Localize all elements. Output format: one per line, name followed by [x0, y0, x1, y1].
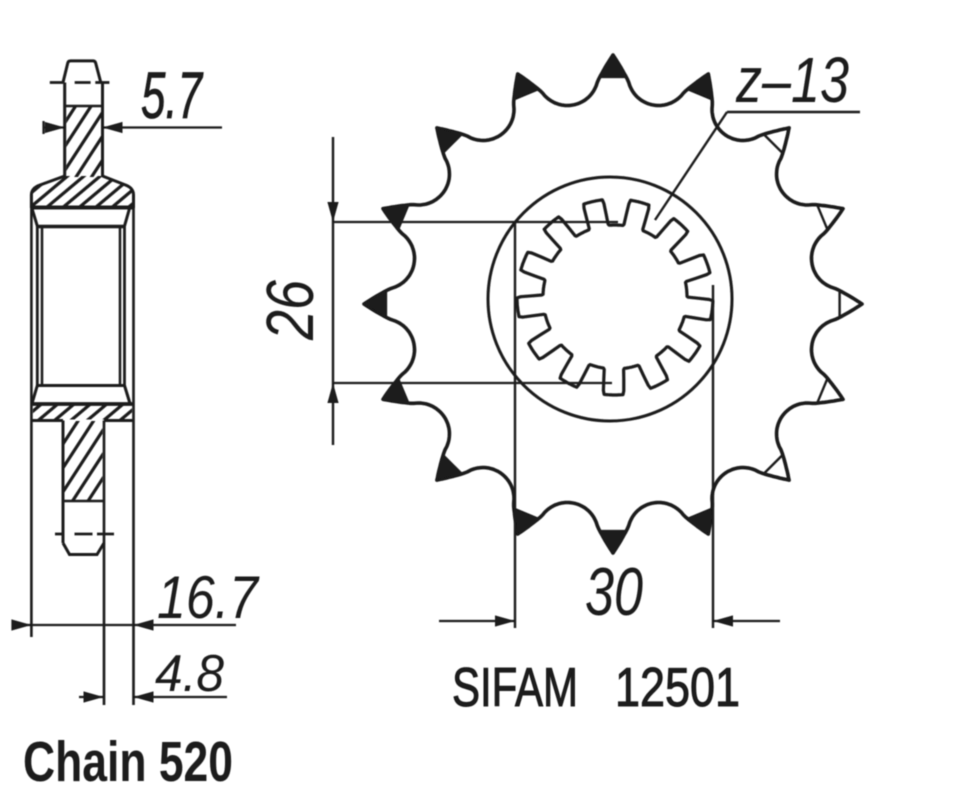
svg-text:Chain 520: Chain 520	[23, 730, 233, 794]
svg-text:SIFAM: SIFAM	[452, 656, 578, 718]
svg-text:z–13: z–13	[735, 44, 849, 116]
svg-text:26: 26	[253, 279, 328, 340]
svg-text:4.8: 4.8	[155, 645, 224, 703]
svg-text:30: 30	[585, 554, 643, 630]
svg-text:5.7: 5.7	[141, 58, 204, 132]
svg-text:16.7: 16.7	[157, 564, 260, 631]
svg-text:12501: 12501	[615, 656, 740, 718]
